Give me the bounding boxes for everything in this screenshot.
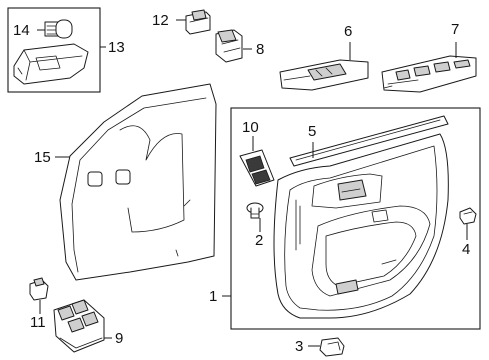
switch-part-8 — [215, 29, 243, 63]
callout-15: 15 — [34, 149, 51, 166]
clip-part-3 — [319, 337, 345, 357]
bulb-part-14 — [44, 19, 73, 39]
inner-panel-part-15 — [59, 83, 217, 281]
callout-13: 13 — [108, 39, 125, 56]
callout-10: 10 — [242, 119, 259, 136]
callout-3: 3 — [295, 338, 303, 355]
switch-part-12 — [185, 9, 211, 35]
switch-part-10 — [239, 149, 275, 187]
door-panel-group-box — [230, 107, 481, 330]
callout-9: 9 — [115, 330, 123, 347]
clip-part-2 — [246, 202, 264, 219]
callout-5: 5 — [308, 123, 316, 140]
callout-8: 8 — [256, 41, 264, 58]
master-switch-panel-part-7 — [381, 55, 477, 93]
weatherstrip-part-5 — [289, 115, 449, 167]
lamp-group-box — [7, 7, 101, 93]
callout-2: 2 — [255, 232, 263, 249]
clip-part-4 — [459, 207, 477, 225]
callout-4: 4 — [462, 241, 470, 258]
callout-14: 14 — [13, 22, 30, 39]
callout-7: 7 — [451, 21, 459, 38]
switch-assembly-part-9 — [53, 299, 105, 353]
door-trim-panel-part-1 — [273, 133, 449, 319]
callout-11: 11 — [30, 314, 46, 331]
callout-12: 12 — [152, 12, 169, 29]
lamp-housing-part-13 — [13, 43, 89, 85]
callout-6: 6 — [344, 23, 352, 40]
connector-part-11 — [29, 277, 49, 301]
switch-bezel-part-6 — [279, 59, 369, 91]
callout-1: 1 — [209, 288, 217, 305]
